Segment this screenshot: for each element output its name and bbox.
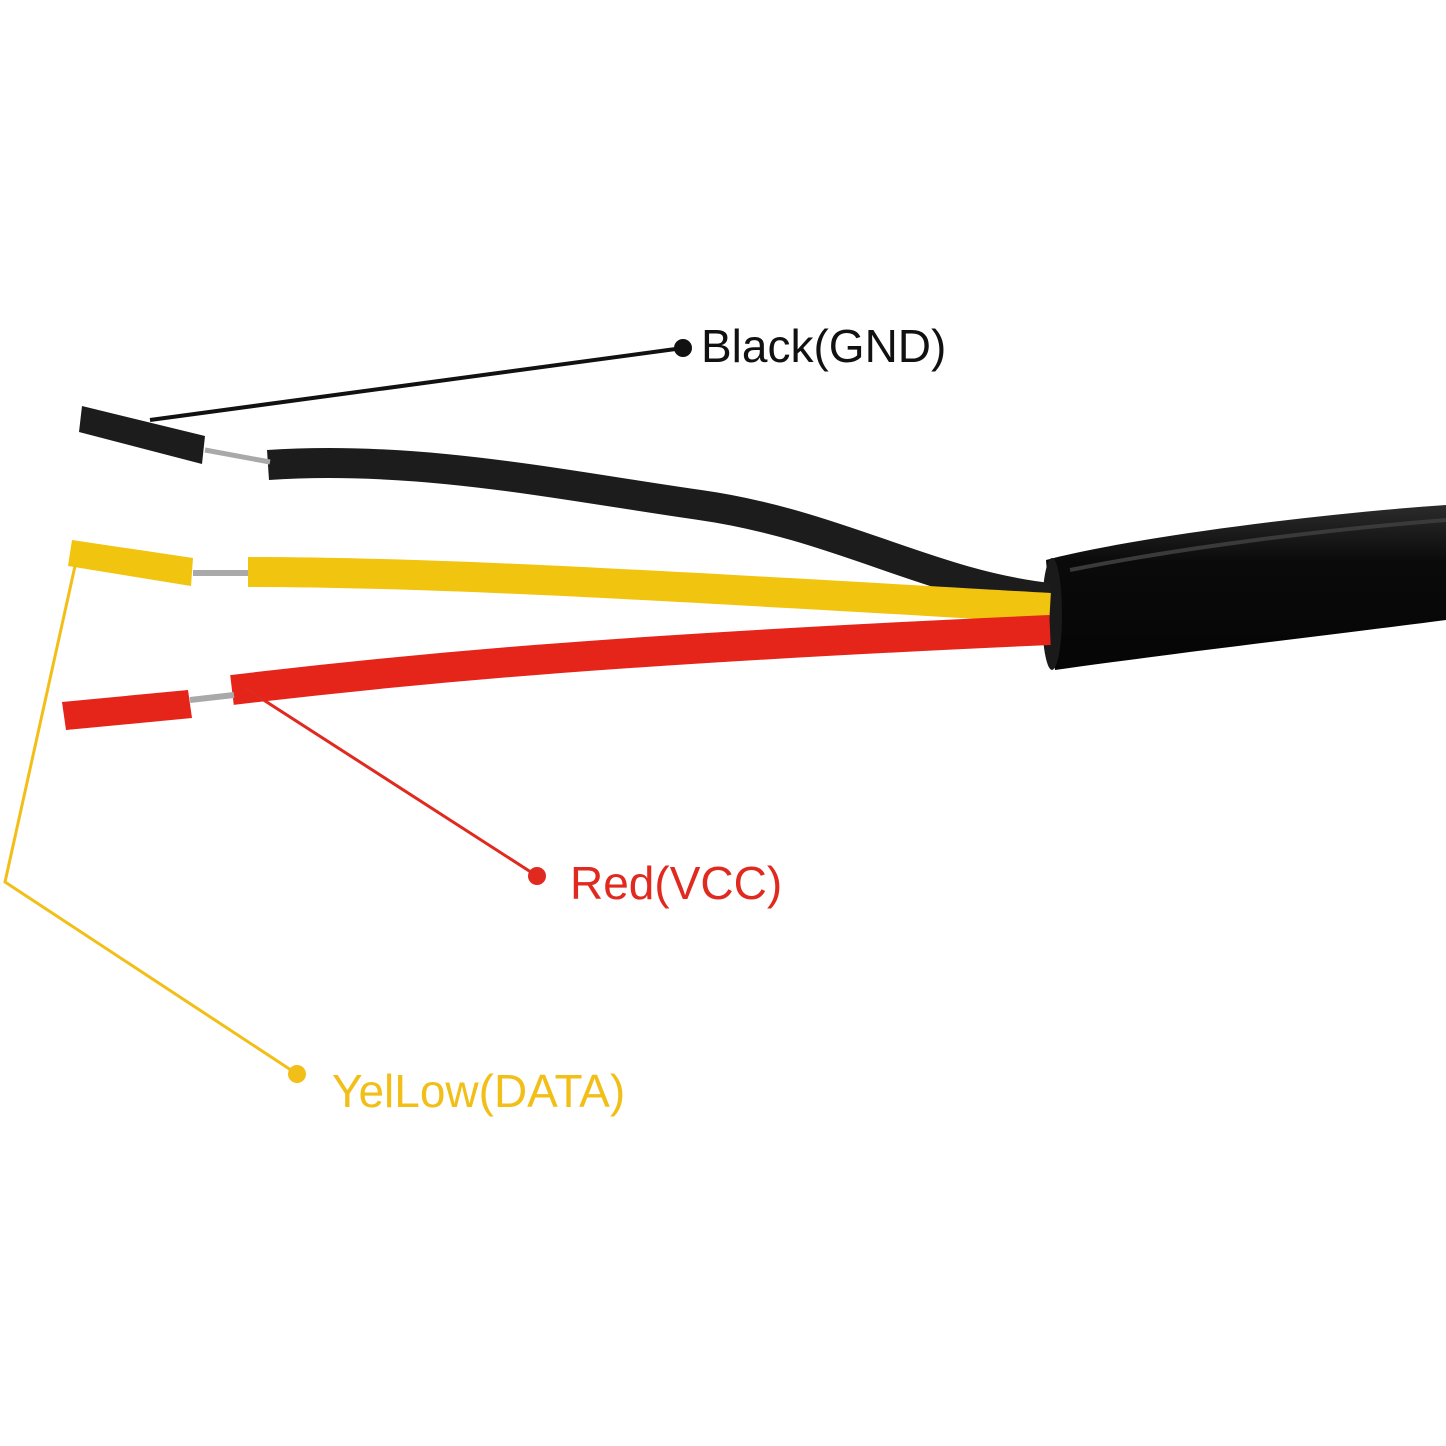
black-wire-tip xyxy=(79,406,205,464)
yellow-wire-body xyxy=(247,557,1051,623)
yellow-wire-tip xyxy=(68,540,193,586)
leader-black xyxy=(149,339,692,422)
black-wire xyxy=(79,406,1052,613)
leader-line-black xyxy=(149,346,684,422)
leader-red xyxy=(244,686,546,885)
dot-icon xyxy=(288,1065,306,1083)
cable-highlight xyxy=(1069,518,1446,572)
leader-line-red xyxy=(244,686,538,878)
cable-jacket xyxy=(1042,505,1446,670)
label-red-vcc: Red(VCC) xyxy=(570,857,783,909)
cable-icon xyxy=(1046,505,1446,670)
red-wire-copper xyxy=(189,692,235,703)
black-wire-copper xyxy=(204,447,271,465)
label-black-gnd: Black(GND) xyxy=(701,320,947,372)
dot-icon xyxy=(674,339,692,357)
label-yellow-data: YelLow(DATA) xyxy=(332,1065,626,1117)
black-wire-body xyxy=(267,448,1052,613)
red-wire-body xyxy=(230,615,1051,705)
dot-icon xyxy=(528,867,546,885)
leader-yellow xyxy=(3,565,306,1083)
yellow-wire xyxy=(68,540,1051,623)
red-wire xyxy=(62,615,1051,730)
leader-line-yellow xyxy=(3,565,298,1076)
red-wire-tip xyxy=(62,690,192,730)
